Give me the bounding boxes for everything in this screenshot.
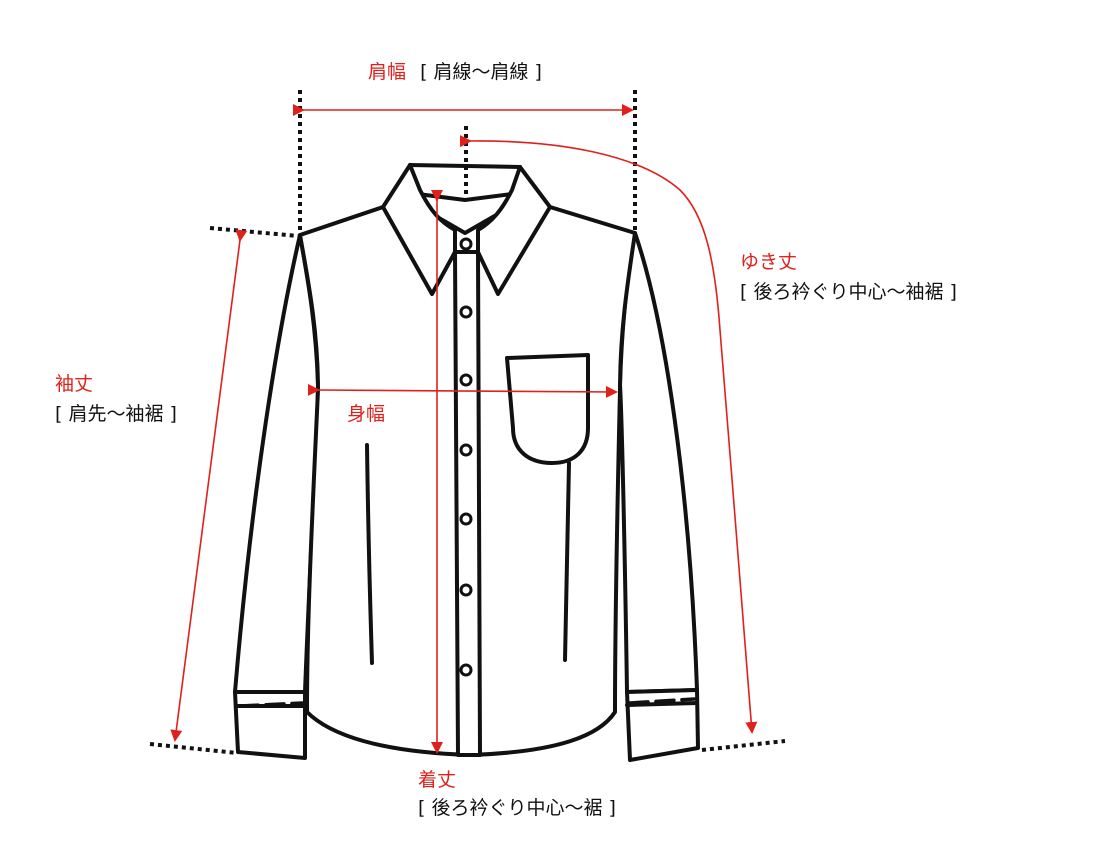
button bbox=[459, 443, 473, 457]
button bbox=[459, 512, 473, 526]
left-hem-ref bbox=[149, 742, 238, 755]
yuki-length-desc: [ 後ろ衿ぐり中心〜袖裾 ] bbox=[740, 281, 957, 303]
shoulder-tip-ref bbox=[209, 226, 299, 238]
body-length-desc: [ 後ろ衿ぐり中心〜裾 ] bbox=[418, 797, 616, 819]
yuki-length-name: ゆき丈 bbox=[740, 251, 798, 273]
button bbox=[459, 237, 473, 251]
body-length-name: 着丈 bbox=[418, 769, 457, 791]
left-sleeve bbox=[233, 233, 320, 694]
body-length-label: 着丈 [ 後ろ衿ぐり中心〜裾 ] bbox=[418, 768, 616, 820]
yuki-length-arrow bbox=[459, 135, 758, 734]
chest-pocket bbox=[505, 353, 590, 465]
button bbox=[459, 373, 473, 387]
button bbox=[459, 305, 473, 319]
body-width-label: 身幅 bbox=[347, 402, 385, 426]
body-width-name: 身幅 bbox=[347, 403, 386, 425]
right-hem-ref bbox=[701, 739, 786, 752]
yuki-length-label: ゆき丈 [ 後ろ衿ぐり中心〜袖裾 ] bbox=[740, 250, 957, 304]
button bbox=[459, 663, 473, 677]
placket bbox=[453, 250, 482, 757]
sleeve-length-arrow bbox=[170, 229, 248, 742]
right-sleeve bbox=[618, 231, 699, 694]
shoulder-width-label: 肩幅 [ 肩線〜肩線 ] bbox=[368, 60, 542, 84]
shoulder-width-name: 肩幅 bbox=[368, 61, 407, 83]
sleeve-length-name: 袖丈 bbox=[55, 373, 94, 395]
body-width-arrow bbox=[307, 383, 618, 398]
sleeve-length-desc: [ 肩先〜袖裾 ] bbox=[55, 403, 177, 425]
shoulder-width-desc: [ 肩線〜肩線 ] bbox=[420, 61, 542, 83]
left-dart bbox=[365, 443, 374, 665]
button bbox=[459, 583, 473, 597]
sleeve-length-label: 袖丈 [ 肩先〜袖裾 ] bbox=[55, 372, 177, 426]
